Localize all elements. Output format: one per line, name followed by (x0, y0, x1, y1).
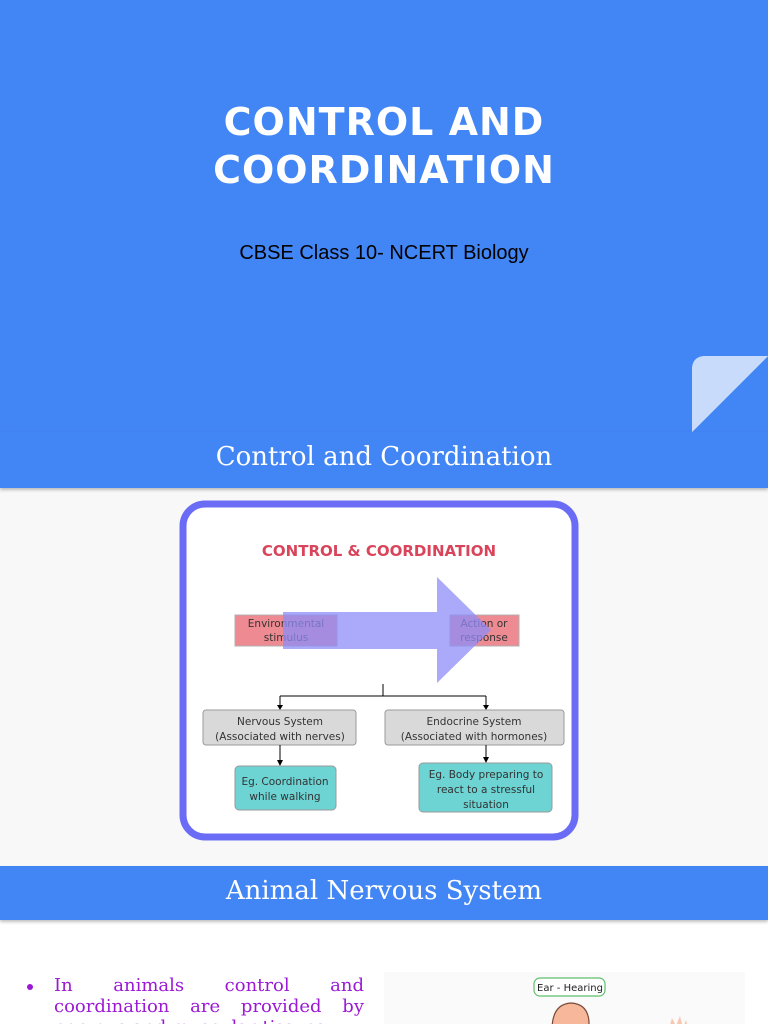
slide-2-header: Control and Coordination (0, 432, 768, 488)
arrowhead-left-icon (277, 705, 283, 710)
figure-label: Ear - Hearing (537, 983, 603, 994)
nervous-example-line-2: while walking (249, 791, 320, 803)
bullet-list: In animals control and coordination are … (24, 975, 364, 1024)
arrowhead-nervous-eg-icon (277, 760, 283, 766)
slide-subtitle: CBSE Class 10- NCERT Biology (239, 242, 529, 264)
endocrine-system-line-1: Endocrine System (427, 716, 522, 728)
slide-title-line-1: CONTROL AND (223, 100, 545, 144)
slide-2-body: CONTROL & COORDINATION Environmental sti… (0, 488, 768, 866)
slide-3-body: In animals control and coordination are … (0, 920, 768, 1024)
endocrine-system-box (384, 709, 565, 746)
slide-3-heading: Animal Nervous System (225, 876, 543, 906)
arrowhead-endocrine-eg-icon (483, 757, 489, 763)
diagram-title: CONTROL & COORDINATION (262, 542, 496, 560)
slide-3-header: Animal Nervous System (0, 866, 768, 920)
diagram-frame (179, 500, 579, 841)
big-arrow-icon (283, 577, 491, 683)
slide-2-heading: Control and Coordination (215, 442, 553, 472)
endocrine-example-line-2: react to a stressful (437, 784, 535, 796)
figure-label-box (533, 977, 606, 997)
control-coordination-diagram: CONTROL & COORDINATION Environmental sti… (179, 500, 579, 841)
ear-hearing-figure: Ear - Hearing (384, 972, 745, 1024)
arrowhead-right-icon (483, 705, 489, 710)
nervous-system-line-1: Nervous System (237, 716, 323, 728)
nervous-example-line-1: Eg. Coordination (241, 776, 328, 788)
page-fold-corner-icon (692, 356, 768, 432)
endocrine-example-box (418, 762, 553, 813)
nervous-example-box (234, 765, 337, 811)
bullet-dot-icon (27, 984, 33, 990)
title-slide: CONTROL AND COORDINATION CBSE Class 10- … (0, 0, 768, 432)
nervous-system-line-2: (Associated with nerves) (215, 731, 345, 743)
endocrine-example-line-1: Eg. Body preparing to (429, 769, 544, 781)
bullet-text: In animals control and coordination are … (54, 975, 364, 1024)
slide-title: CONTROL AND COORDINATION (0, 98, 768, 194)
hand-icon (670, 1016, 687, 1024)
endocrine-example-line-3: situation (463, 799, 509, 811)
list-item: In animals control and coordination are … (24, 975, 364, 1024)
slide-title-line-2: COORDINATION (213, 148, 555, 192)
ear-icon (551, 1002, 590, 1024)
endocrine-system-line-2: (Associated with hormones) (401, 731, 548, 743)
